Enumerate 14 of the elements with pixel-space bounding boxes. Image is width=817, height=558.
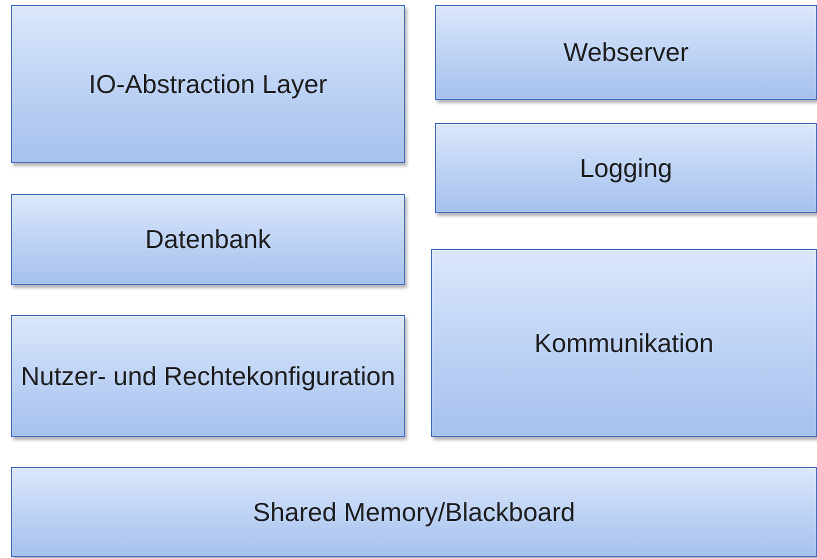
layer-box [435, 123, 817, 213]
layer-box [11, 194, 405, 285]
layer-label: Datenbank [145, 223, 271, 256]
layer-box [11, 5, 405, 163]
layer-box [11, 315, 405, 437]
layer-label: Webserver [563, 36, 689, 70]
layer-label: IO-Abstraction Layer [88, 68, 328, 101]
layer-box [431, 249, 817, 437]
layer-label: Nutzer- und Rechtekonfiguration [20, 360, 396, 393]
layer-box [11, 467, 817, 557]
layer-label: Logging [580, 152, 672, 185]
layer-label: Shared Memory/Blackboard [252, 496, 576, 529]
layer-box [435, 5, 817, 100]
layer-label: Kommunikation [534, 326, 714, 360]
